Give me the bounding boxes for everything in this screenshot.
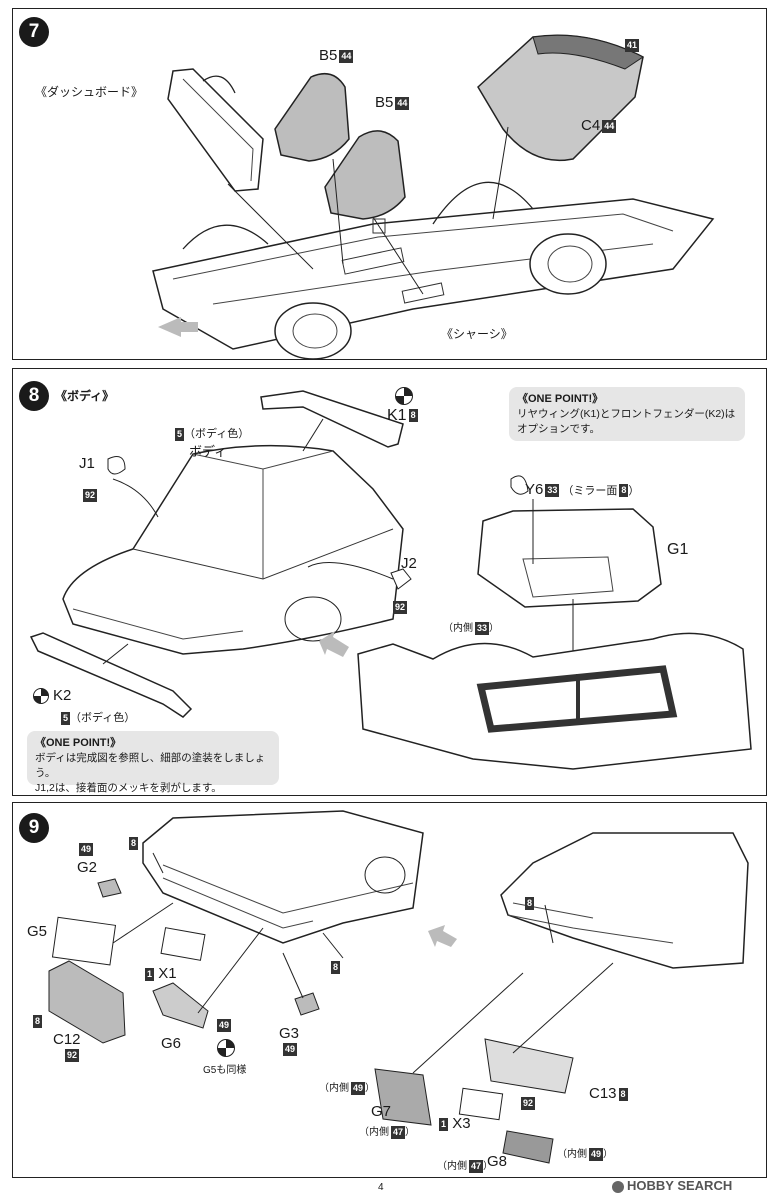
body-label: ボディ (189, 444, 228, 459)
g2-color: 49 (79, 843, 94, 856)
g5-same-icon (217, 1039, 235, 1057)
g6-label: G6 (161, 1035, 182, 1052)
chassis-label: 《シャーシ》 (441, 327, 513, 341)
g2-label: G2 (77, 859, 98, 876)
j1-label: J1 (79, 455, 95, 472)
c12-color: 92 (65, 1049, 80, 1062)
x3-label: 1 X3 (439, 1115, 471, 1132)
rear-seat-color: 41 (625, 39, 640, 52)
g7-label: G7 (371, 1103, 392, 1120)
optional-part-icon (395, 387, 413, 405)
g3-color: 49 (283, 1043, 298, 1056)
color-8-d: 8 (525, 897, 535, 910)
k2-color-label: 5（ボディ色） (61, 711, 136, 725)
step-8-illustration (29, 390, 752, 770)
step-9-panel: 9 49 G2 8 G5 8 C12 9 (12, 802, 767, 1178)
one-point-left: 《ONE POINT!》 ボディは完成図を参照し、細部の塗装をしましょう。 J1… (27, 731, 279, 794)
one-point-right: 《ONE POINT!》 リヤウィング(K1)とフロントフェンダー(K2)は オ… (509, 387, 745, 441)
j2-color: 92 (393, 601, 408, 614)
watermark-logo-icon (612, 1180, 624, 1193)
x1-label: 1 X1 (145, 965, 177, 982)
page-number: 4 (378, 1182, 384, 1193)
step-title: 《ボディ》 (55, 389, 115, 403)
g6-color: 49 (217, 1019, 232, 1032)
step-number: 7 (19, 17, 49, 47)
watermark: HOBBY SEARCH (612, 1178, 732, 1193)
k2-label: K2 (33, 687, 71, 705)
c12-label: C12 (53, 1031, 81, 1048)
g3-label: G3 (279, 1025, 300, 1042)
step-number: 8 (19, 381, 49, 411)
g5-label: G5 (27, 923, 48, 940)
color-8-c: 8 (331, 961, 341, 974)
g1-label: G1 (667, 541, 689, 558)
g5-same-label: G5も同様 (203, 1065, 247, 1076)
j2-label: J2 (401, 555, 417, 572)
step-number: 9 (19, 813, 49, 843)
g8-label: G8 (487, 1153, 508, 1170)
j1-color: 92 (83, 489, 98, 502)
step-7-illustration (152, 34, 715, 360)
dashboard-label: 《ダッシュボード》 (35, 85, 144, 99)
color-8-a: 8 (129, 837, 139, 850)
optional-part-icon (33, 688, 49, 705)
step-9-illustration (48, 810, 749, 1164)
body-color-label: 5（ボディ色） (175, 427, 250, 441)
c13-inner-color: 92 (521, 1097, 536, 1110)
color-8-b: 8 (33, 1015, 43, 1028)
